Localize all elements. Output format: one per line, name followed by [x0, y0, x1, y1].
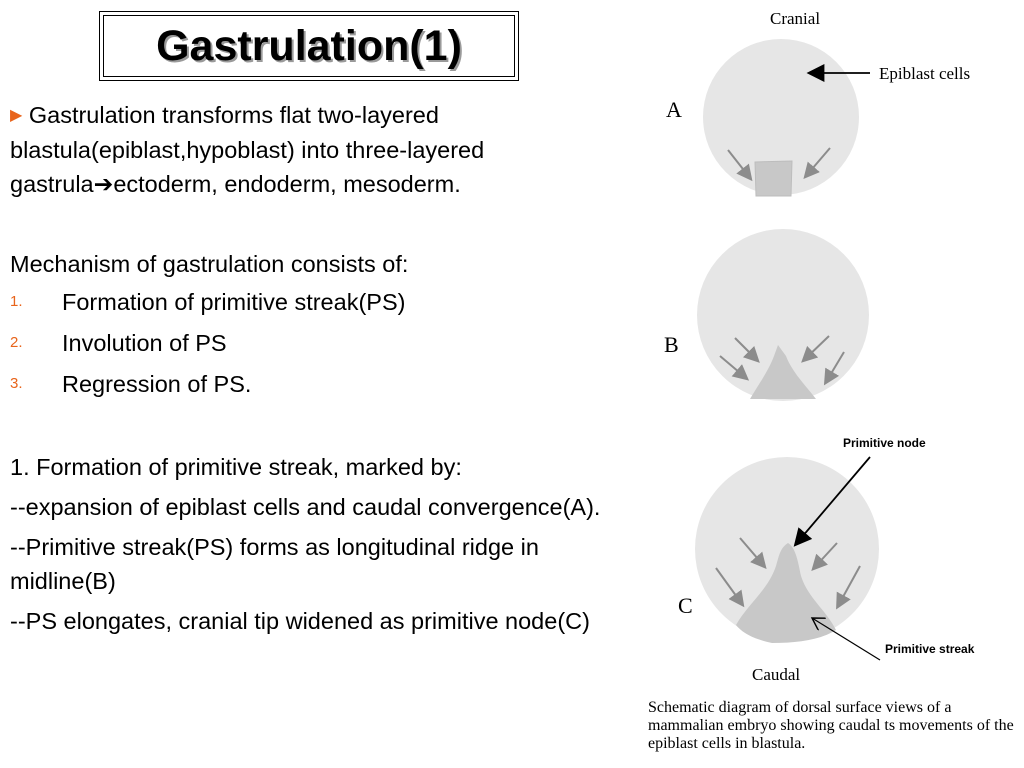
formation-point: --PS elongates, cranial tip widened as p…: [10, 608, 590, 634]
embryo-b-disc: [697, 229, 869, 401]
convergence-arrow: [823, 351, 845, 386]
streak-pointer-arrow: [812, 618, 881, 661]
convergence-arrow: [715, 567, 745, 608]
convergence-arrow: [719, 355, 750, 381]
step-number: 2.: [10, 333, 23, 351]
node-pointer-arrow: [793, 456, 871, 547]
label-primitive-streak: Primitive streak: [885, 642, 975, 656]
label-a: A: [666, 97, 682, 122]
mechanism-heading: Mechanism of gastrulation consists of:: [10, 251, 409, 277]
triangle-bullet-icon: ▶: [10, 107, 23, 124]
label-caudal: Caudal: [752, 665, 800, 684]
mechanism-step: 3. Regression of PS.: [10, 363, 625, 404]
label-cranial: Cranial: [770, 9, 820, 28]
embryo-a: [703, 39, 859, 197]
label-epiblast: Epiblast cells: [879, 64, 970, 83]
convergence-arrow: [734, 337, 760, 363]
convergence-arrow: [739, 537, 767, 570]
convergence-arrow: [811, 542, 838, 571]
step-text: Involution of PS: [62, 329, 227, 356]
right-arrow-icon: ➔: [93, 171, 114, 197]
step-text: Regression of PS.: [62, 370, 252, 397]
label-c: C: [678, 593, 693, 618]
label-b: B: [664, 332, 679, 357]
intro-tail: ectoderm, endoderm, mesoderm.: [113, 171, 461, 197]
step-number: 3.: [10, 374, 23, 392]
mechanism-step: 2. Involution of PS: [10, 322, 625, 363]
embryo-b: [697, 229, 869, 401]
label-primitive-node: Primitive node: [843, 436, 926, 450]
slide-title: Gastrulation(1): [156, 21, 462, 70]
step-number: 1.: [10, 292, 23, 310]
embryo-c: [695, 457, 879, 643]
step-text: Formation of primitive streak(PS): [62, 288, 406, 315]
formation-point: --Primitive streak(PS) forms as longitud…: [10, 534, 539, 594]
primitive-streak-ridge: [750, 345, 816, 399]
mechanism-step: 1. Formation of primitive streak(PS): [10, 281, 625, 322]
formation-heading: 1. Formation of primitive streak, marked…: [10, 454, 462, 480]
epiblast-patch: [754, 160, 793, 197]
slide-body: ▶ Gastrulation transforms flat two-layer…: [10, 98, 625, 638]
convergence-arrow: [801, 335, 830, 363]
intro-text: Gastrulation transforms flat two-layered…: [10, 102, 485, 197]
formation-point: --expansion of epiblast cells and caudal…: [10, 494, 601, 520]
mechanism-list: 1. Formation of primitive streak(PS) 2. …: [10, 281, 625, 404]
convergence-arrow: [727, 149, 753, 182]
figure-caption: Schematic diagram of dorsal surface view…: [648, 699, 1014, 752]
intro-bullet: ▶ Gastrulation transforms flat two-layer…: [10, 98, 625, 201]
embryo-diagram: Cranial Epiblast cells A B C Primitive n…: [664, 9, 975, 684]
convergence-arrow: [803, 147, 831, 180]
convergence-arrow: [836, 565, 861, 610]
title-box: Gastrulation(1): [99, 11, 519, 81]
